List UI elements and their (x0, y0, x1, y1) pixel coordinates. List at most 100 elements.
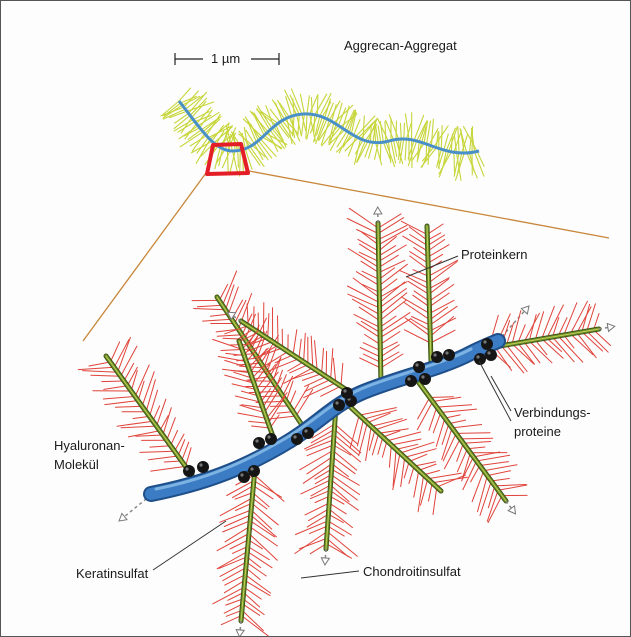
chondroitin-chain (380, 342, 397, 351)
chondroitin-chain (242, 616, 269, 636)
label-chondroitinsulfat: Chondroitinsulfat (363, 564, 461, 579)
chondroitin-chain (480, 481, 491, 515)
chondroitin-chain (421, 479, 428, 505)
chondroitin-chain (441, 409, 477, 412)
aggregate-bristle (454, 152, 455, 174)
aggregate-bristle (363, 115, 364, 139)
chondroitin-chain (329, 509, 353, 528)
link-protein (333, 399, 345, 411)
chondroitin-chain (433, 487, 437, 514)
aggregate-bristle (391, 140, 396, 163)
chondroitin-chain (428, 245, 449, 257)
chondroitin-chain (331, 485, 350, 502)
aggregate-bristle (222, 151, 230, 168)
chondroitin-chain (304, 333, 306, 362)
link-protein-highlight (476, 355, 479, 358)
link-protein (431, 351, 443, 363)
chondroitin-chain (78, 367, 114, 369)
link-protein (419, 373, 431, 385)
link-protein (485, 349, 497, 361)
core-protein-continuation-head (236, 630, 244, 637)
chondroitin-chain (430, 306, 457, 325)
label-verbindungsproteine-line1: Verbindungs- (514, 405, 591, 420)
chondroitin-chain (245, 580, 270, 595)
aggregate-bristle (428, 145, 429, 165)
chondroitin-chain (223, 521, 251, 532)
chondroitin-chain (315, 341, 318, 371)
chondroitin-chain (251, 510, 272, 529)
chondroitin-chain (140, 451, 175, 452)
link-protein (405, 375, 417, 387)
aggregate-bristle (458, 127, 459, 153)
chondroitin-chain (428, 473, 461, 479)
chondroitin-chain (217, 335, 242, 336)
link-protein-highlight (185, 467, 188, 470)
link-protein (302, 427, 314, 439)
chondroitin-chain (405, 318, 430, 336)
chondroitin-chain (197, 305, 222, 307)
aggregate-bristle (343, 106, 350, 129)
aggregate-bristle (436, 131, 438, 148)
chondroitin-chain (167, 418, 176, 441)
chondroitin-chain (103, 396, 135, 399)
chondroitin-chain (104, 386, 128, 390)
chondroitin-chain (354, 314, 380, 327)
chondroitin-chain (268, 314, 269, 339)
link-protein-highlight (255, 439, 258, 442)
aggregate-bristle (317, 95, 318, 115)
link-protein (341, 387, 353, 399)
aggregate-bristle (446, 128, 455, 151)
chondroitin-chain (430, 318, 456, 331)
core-protein-arm (213, 457, 284, 636)
link-protein-highlight (293, 435, 296, 438)
chondroitin-chain (564, 303, 577, 335)
chondroitin-chain (428, 240, 445, 252)
chondroitin-chain (348, 249, 379, 268)
chondroitin-chain (529, 315, 536, 341)
chondroitin-chain (114, 340, 129, 368)
chondroitin-chain (261, 396, 283, 397)
chondroitin-chain (327, 538, 349, 556)
chondroitin-chain (221, 349, 252, 351)
aggregate-bristle (238, 151, 239, 168)
chondroitin-chain (389, 445, 391, 467)
zoom-line-left (83, 173, 206, 341)
chondroitin-chain (401, 221, 427, 234)
chondroitin-chain (238, 413, 267, 418)
link-protein-highlight (250, 467, 253, 470)
chondroitin-chain (443, 433, 456, 460)
chondroitin-chain (357, 230, 379, 240)
chondroitin-chain (220, 510, 252, 522)
aggregate-bristle (230, 151, 235, 173)
label-hyaluronan-line2: Molekül (54, 457, 99, 472)
chondroitin-chain (218, 357, 246, 362)
aggregate-bristle (262, 137, 282, 148)
chondroitin-chain (223, 271, 237, 305)
chondroitin-chain (349, 208, 378, 228)
chondroitin-chain (429, 260, 458, 276)
chondroitin-chain (194, 309, 226, 310)
link-protein-highlight (487, 351, 490, 354)
chondroitin-chain (379, 429, 409, 434)
chondroitin-chain (117, 421, 153, 426)
chondroitin-chain (405, 330, 431, 343)
chondroitin-chain (278, 316, 279, 345)
link-protein-highlight (335, 401, 338, 404)
chondroitin-chain (326, 544, 351, 559)
chondroitin-chain (217, 552, 247, 569)
chondroitin-chain (488, 486, 494, 508)
link-protein-highlight (304, 429, 307, 432)
chondroitin-chain (300, 538, 327, 548)
chondroitin-chain (124, 364, 134, 382)
chondroitin-chain (175, 434, 185, 451)
chondroitin-chain (487, 471, 510, 476)
chondroitin-chain (328, 526, 345, 536)
chondroitin-chain (378, 225, 407, 239)
link-protein (183, 465, 195, 477)
chondroitin-chain (379, 264, 407, 285)
chondroitin-chain (582, 304, 590, 332)
core-protein-highlight (106, 356, 196, 481)
aggregate-bristle (378, 126, 381, 143)
chondroitin-chain (102, 381, 124, 382)
